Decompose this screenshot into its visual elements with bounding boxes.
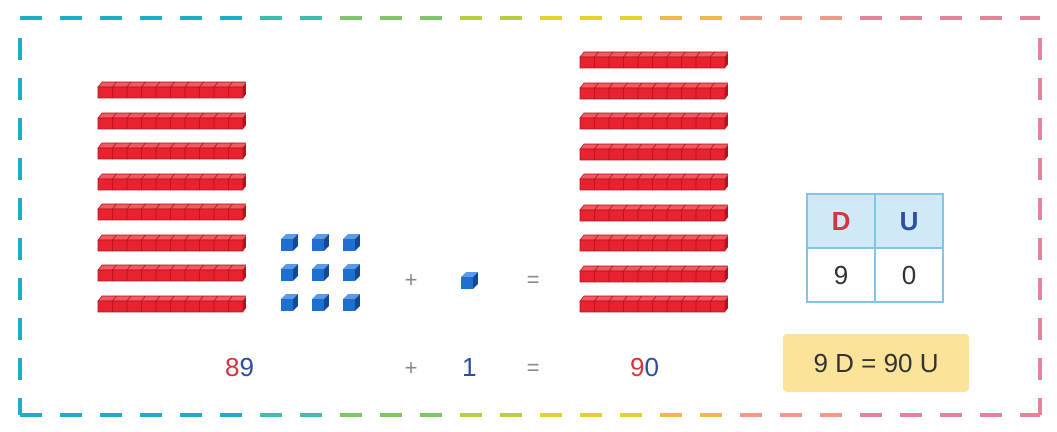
ten-rod — [578, 81, 728, 101]
number-first-tens: 8 — [225, 352, 239, 382]
number-result-tens: 9 — [630, 352, 644, 382]
unit-cube — [309, 232, 331, 254]
equivalence-box: 9 D = 90 U — [783, 334, 969, 392]
ten-rod — [578, 203, 728, 223]
value-tens: 9 — [807, 248, 875, 302]
equals-sign-top: = — [518, 265, 548, 295]
unit-cube — [458, 270, 480, 292]
unit-cube — [340, 232, 362, 254]
number-result: 90 — [630, 352, 659, 382]
unit-cube — [340, 292, 362, 314]
ten-rod — [96, 111, 246, 131]
header-tens: D — [807, 194, 875, 248]
ten-rod — [96, 80, 246, 100]
ten-rod — [96, 202, 246, 222]
unit-cube — [278, 232, 300, 254]
equals-sign-bottom: = — [518, 353, 548, 383]
unit-cube — [309, 262, 331, 284]
ten-rod — [96, 233, 246, 253]
ten-rod — [578, 233, 728, 253]
ten-rod — [96, 172, 246, 192]
ten-rod — [96, 263, 246, 283]
number-second-value: 1 — [462, 352, 476, 382]
unit-cube — [278, 262, 300, 284]
value-units: 0 — [875, 248, 943, 302]
ten-rod — [578, 142, 728, 162]
header-units: U — [875, 194, 943, 248]
place-value-table: D U 9 0 — [806, 193, 944, 303]
ten-rod — [96, 294, 246, 314]
ten-rod — [578, 294, 728, 314]
ten-rod — [578, 172, 728, 192]
number-first: 89 — [225, 352, 254, 382]
number-first-units: 9 — [239, 352, 253, 382]
plus-sign-bottom: + — [396, 353, 426, 383]
plus-sign-top: + — [396, 265, 426, 295]
number-second: 1 — [462, 352, 476, 382]
ten-rod — [578, 50, 728, 70]
ten-rod — [578, 111, 728, 131]
ten-rod — [578, 264, 728, 284]
ten-rod — [96, 141, 246, 161]
unit-cube — [309, 292, 331, 314]
unit-cube — [340, 262, 362, 284]
unit-cube — [278, 292, 300, 314]
number-result-units: 0 — [644, 352, 658, 382]
